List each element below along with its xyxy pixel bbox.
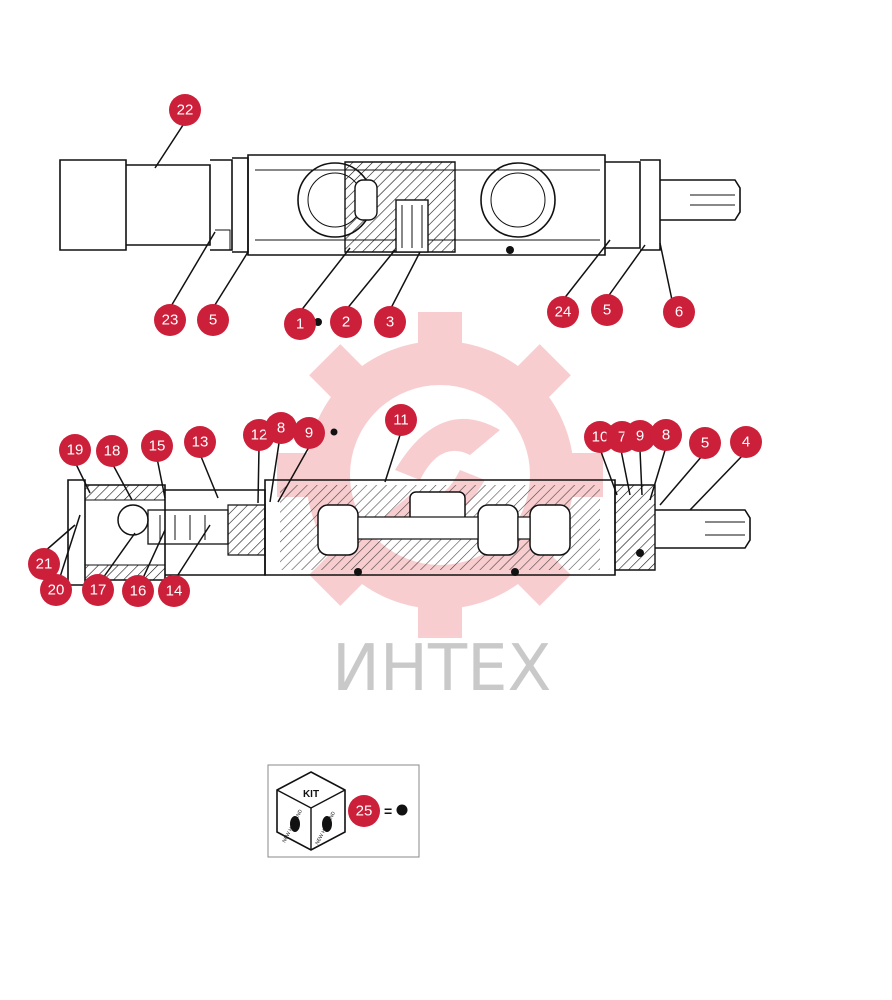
callout[interactable]: 8 bbox=[650, 419, 682, 451]
callout-label: 19 bbox=[67, 442, 84, 459]
callout[interactable]: 4 bbox=[730, 426, 762, 458]
callout-label: 17 bbox=[90, 582, 107, 599]
callout-label: 5 bbox=[701, 435, 709, 452]
callout[interactable]: 9 bbox=[624, 420, 656, 452]
callout-label: 13 bbox=[192, 434, 209, 451]
callout-label: 20 bbox=[48, 582, 65, 599]
callout[interactable]: 10 bbox=[584, 421, 616, 453]
callout-label: 1 bbox=[296, 316, 304, 333]
callout-label: 23 bbox=[162, 312, 179, 329]
callout-label: 11 bbox=[393, 412, 409, 429]
callout[interactable]: 19 bbox=[59, 434, 91, 466]
callout[interactable]: 21 bbox=[28, 548, 60, 580]
kit-equals: = bbox=[384, 803, 392, 819]
callout[interactable]: 5 bbox=[591, 294, 623, 326]
callout-label: 15 bbox=[149, 438, 166, 455]
callout[interactable]: 5 bbox=[689, 427, 721, 459]
callout[interactable]: 3 bbox=[374, 306, 406, 338]
kit-cube-icon bbox=[276, 771, 346, 851]
callout-label: 24 bbox=[555, 304, 572, 321]
callout[interactable]: 9 bbox=[293, 417, 325, 449]
callout-label: 3 bbox=[386, 314, 394, 331]
callout-label: 22 bbox=[177, 102, 194, 119]
callout[interactable]: 5 bbox=[197, 304, 229, 336]
bottom-assembly bbox=[67, 428, 751, 586]
callout-label: 8 bbox=[662, 427, 670, 444]
callout[interactable]: 13 bbox=[184, 426, 216, 458]
callout[interactable]: 1 bbox=[284, 308, 316, 340]
callout-label: 8 bbox=[277, 420, 285, 437]
callout-label: 9 bbox=[636, 428, 644, 445]
callout-label: 6 bbox=[675, 304, 683, 321]
kit-label: KIT bbox=[303, 789, 319, 800]
callout[interactable]: 2 bbox=[330, 306, 362, 338]
callout[interactable]: 11 bbox=[385, 404, 417, 436]
callout[interactable]: 18 bbox=[96, 435, 128, 467]
callout-label: 12 bbox=[251, 427, 268, 444]
callout[interactable]: 8 bbox=[265, 412, 297, 444]
callout[interactable]: 24 bbox=[547, 296, 579, 328]
kit-bullet-icon bbox=[396, 804, 408, 816]
callout[interactable]: 14 bbox=[158, 575, 190, 607]
callout-label: 5 bbox=[209, 312, 217, 329]
callout-label: 9 bbox=[305, 425, 313, 442]
callout-label: 18 bbox=[104, 443, 121, 460]
callout[interactable]: 17 bbox=[82, 574, 114, 606]
watermark-gear-logo bbox=[277, 312, 603, 638]
callout-label: 2 bbox=[342, 314, 350, 331]
callout[interactable]: 25 bbox=[348, 795, 380, 827]
leader-lines bbox=[43, 121, 744, 579]
callout-label: 7 bbox=[618, 429, 626, 446]
watermark-text: ИНТЕХ bbox=[332, 632, 551, 706]
callout-label: 10 bbox=[592, 429, 609, 446]
top-assembly bbox=[59, 154, 741, 326]
callout[interactable]: 16 bbox=[122, 575, 154, 607]
callout[interactable]: 22 bbox=[169, 94, 201, 126]
callout[interactable]: 20 bbox=[40, 574, 72, 606]
callout-label: 4 bbox=[742, 434, 750, 451]
callout[interactable]: 6 bbox=[663, 296, 695, 328]
callout-label: 16 bbox=[130, 583, 147, 600]
callout-label: 21 bbox=[36, 556, 53, 573]
kit-number: 25 bbox=[356, 803, 373, 820]
callout-label: 14 bbox=[166, 583, 183, 600]
callout[interactable]: 15 bbox=[141, 430, 173, 462]
callout[interactable]: 23 bbox=[154, 304, 186, 336]
kit-legend: KIT NEW HOLLAND NEW HOLLAND 25 = bbox=[267, 764, 420, 858]
callout-label: 5 bbox=[603, 302, 611, 319]
